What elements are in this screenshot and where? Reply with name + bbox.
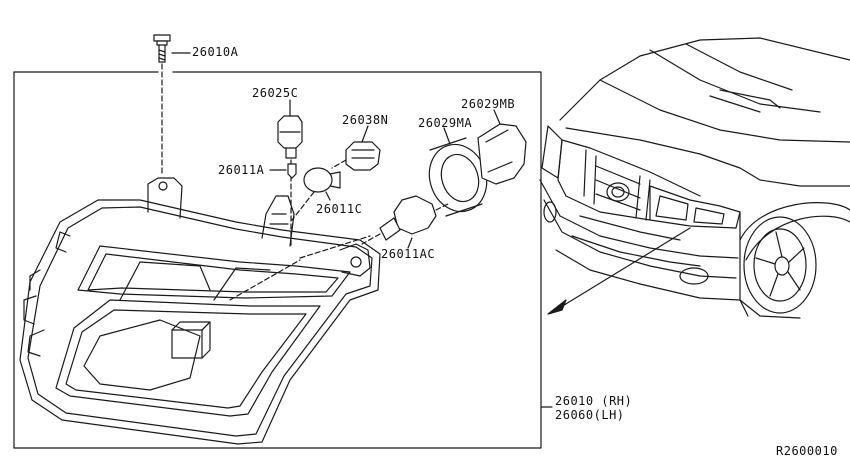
reference-code: R2600010 xyxy=(776,444,838,458)
label-cap-mb: 26029MB xyxy=(461,97,516,111)
label-assembly-lh: 26060(LH) xyxy=(555,408,625,422)
location-arrow xyxy=(547,227,691,315)
label-bulb-socket-c: 26025C xyxy=(252,86,299,100)
label-assembly-rh: 26010 (RH) xyxy=(555,394,633,408)
label-seal-ma: 26029MA xyxy=(418,116,473,130)
diagram-frame xyxy=(13,71,542,449)
label-socket-n: 26038N xyxy=(342,113,389,127)
cap-26029mb xyxy=(477,109,527,185)
bolt-26010a xyxy=(153,34,191,63)
socket-26038n xyxy=(331,125,381,171)
label-halogen-ac: 26011AC xyxy=(381,247,436,261)
label-small-bulb-a: 26011A xyxy=(218,163,265,177)
bulb-socket-26025c xyxy=(277,99,303,246)
bulb-26011c xyxy=(291,167,341,221)
label-bolt: 26010A xyxy=(192,45,239,59)
small-bulb-26011a xyxy=(269,163,297,179)
vehicle-front-illustration xyxy=(539,37,850,319)
label-bulb-c: 26011C xyxy=(316,202,363,216)
halogen-bulb-26011ac xyxy=(361,195,449,249)
headlamp-assembly xyxy=(19,177,553,445)
